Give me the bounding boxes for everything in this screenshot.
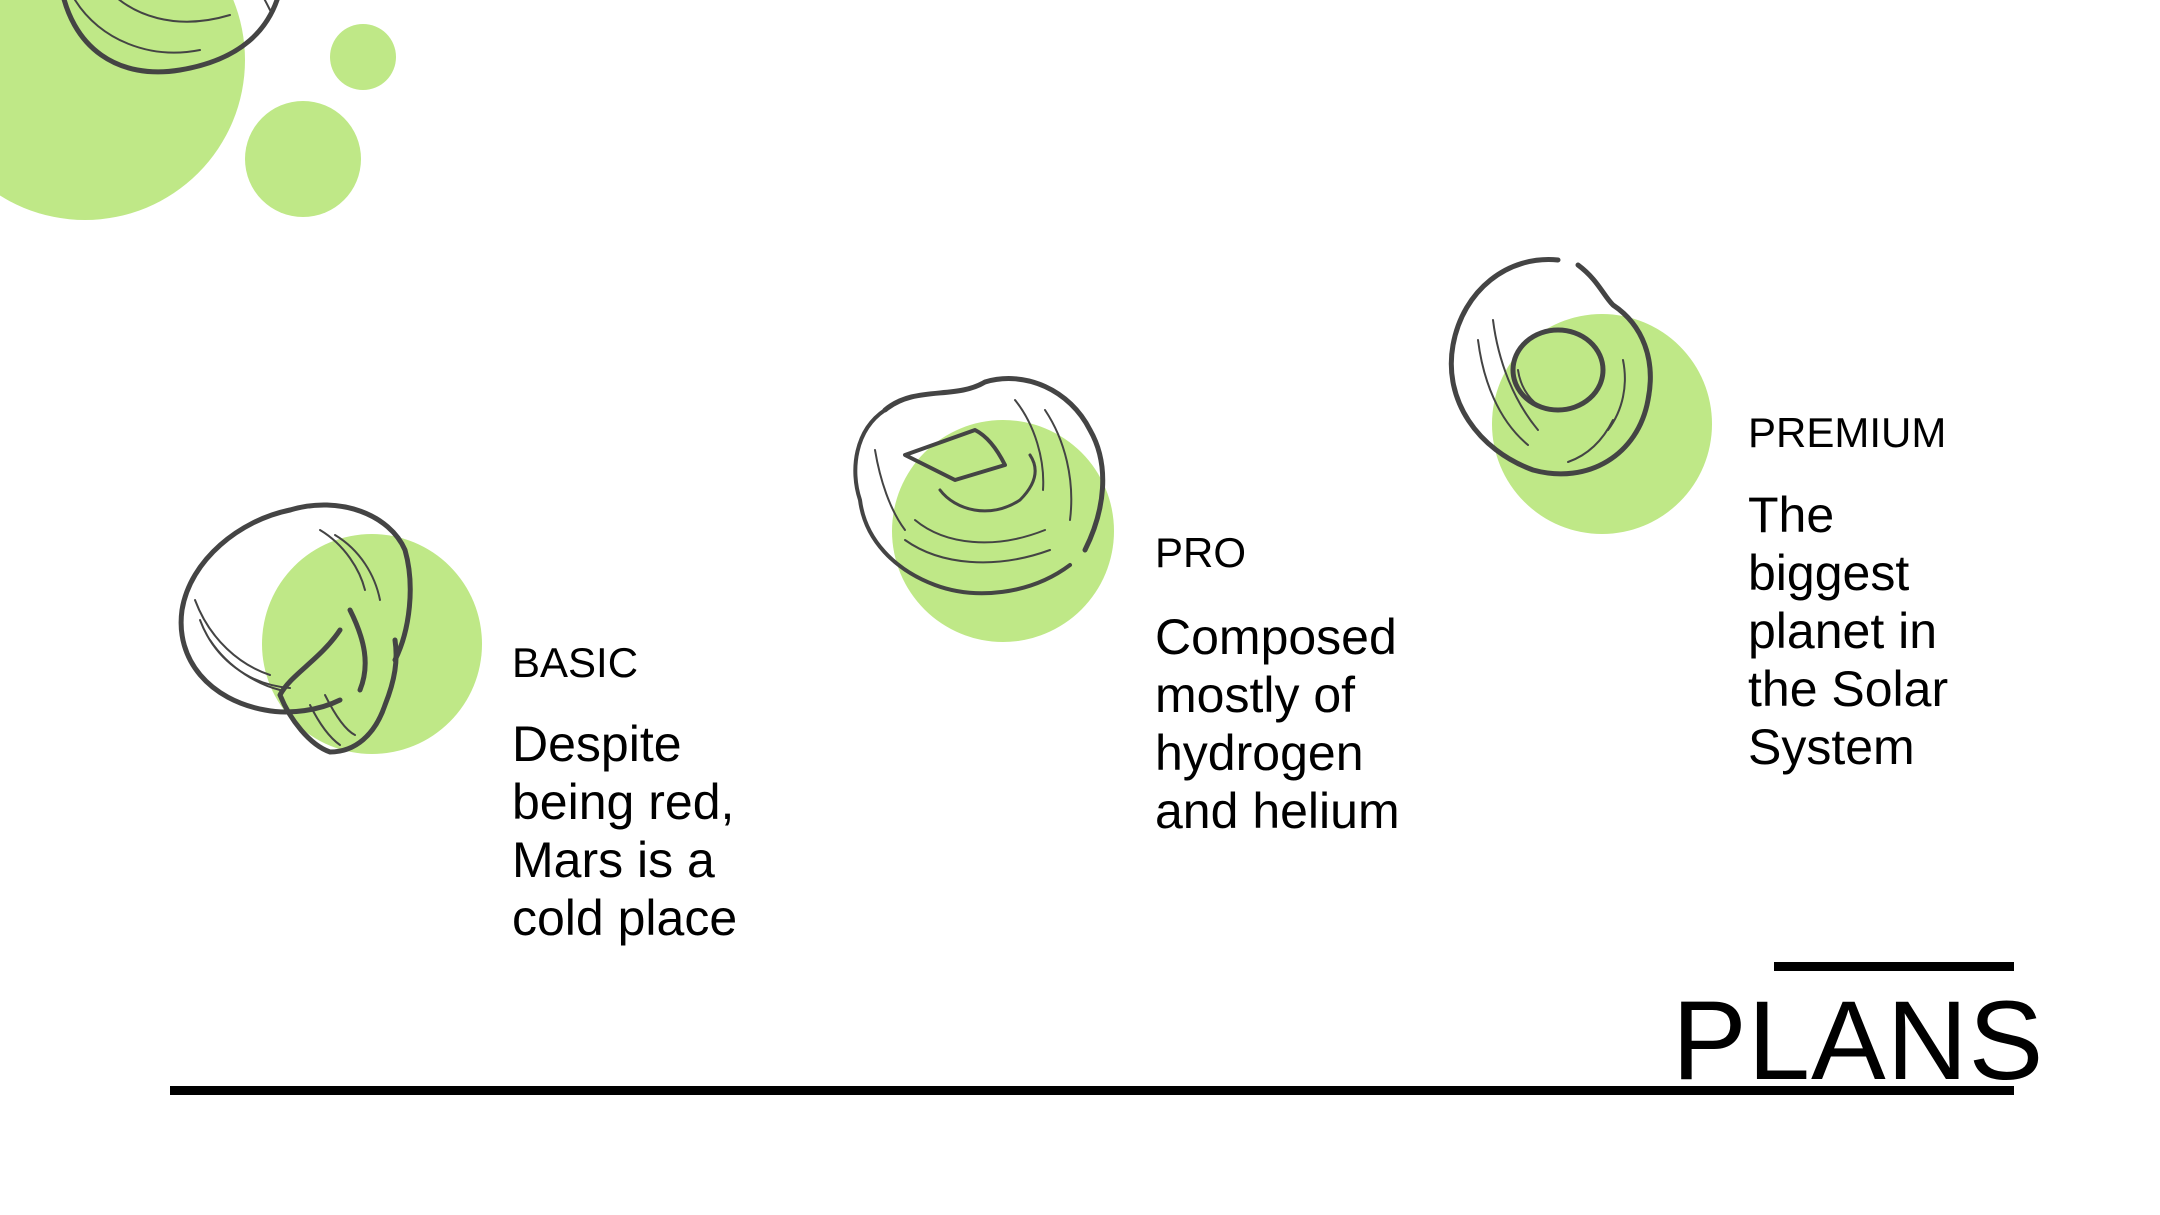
plan-name-premium: PREMIUM xyxy=(1748,409,1947,456)
plan-name-basic: BASIC xyxy=(512,639,639,686)
bell-pepper-icon xyxy=(853,376,1106,596)
page-title: PLANS xyxy=(1672,978,2045,1103)
plan-description-premium: The biggest planet in the Solar System xyxy=(1748,487,1949,775)
decor-circle-small xyxy=(330,24,396,90)
plan-name-pro: PRO xyxy=(1155,529,1247,576)
basic-accent-circle xyxy=(262,534,482,754)
title-top-rule xyxy=(1774,962,2014,971)
plan-description-basic: Despite being red, Mars is a cold place xyxy=(512,716,738,946)
bottom-rule xyxy=(170,1086,2014,1095)
pepper-corner-icon xyxy=(61,0,280,75)
mushroom-icon xyxy=(178,502,413,755)
peach-icon xyxy=(1448,257,1653,477)
premium-accent-circle xyxy=(1492,314,1712,534)
plan-description-pro: Composed mostly of hydrogen and helium xyxy=(1155,609,1400,839)
decor-circle-medium xyxy=(245,101,361,217)
pro-accent-circle xyxy=(892,420,1114,642)
